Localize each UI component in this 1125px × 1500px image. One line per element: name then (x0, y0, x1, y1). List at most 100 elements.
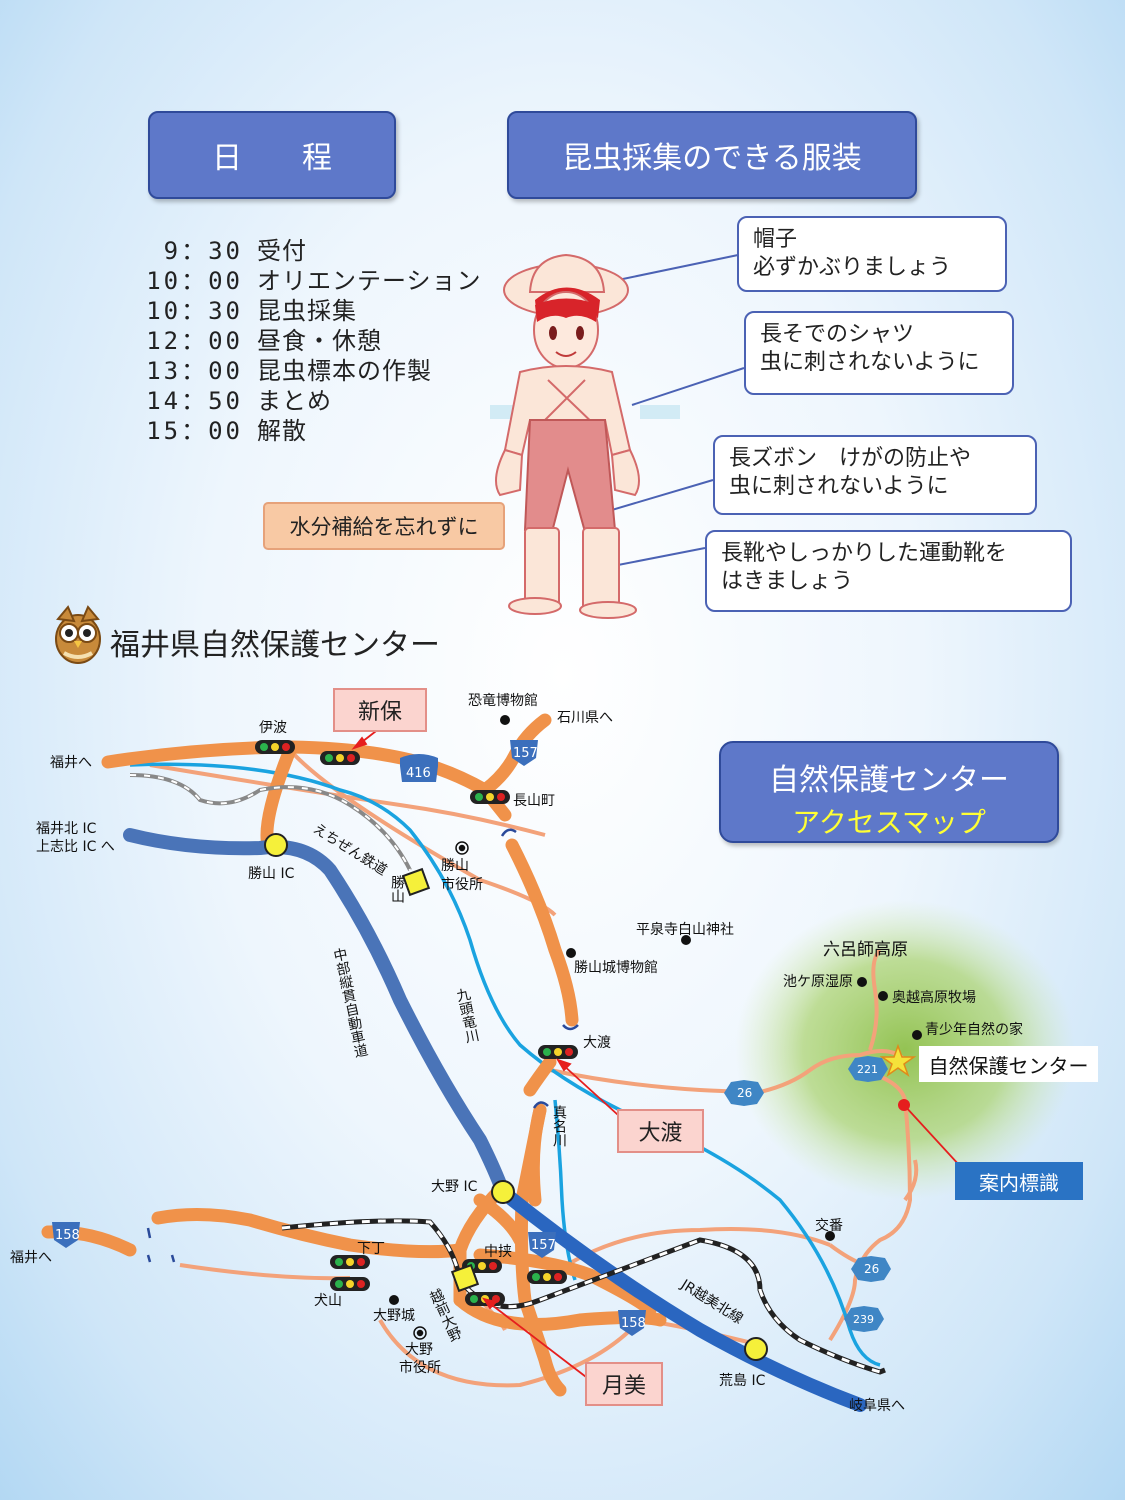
ono-castle-label: 大野城 (373, 1308, 415, 1324)
gifu-label: 岐阜県へ (849, 1397, 905, 1414)
schedule-time: 9：30 (163, 237, 243, 265)
schedule-event: オリエンテーション (257, 267, 482, 295)
r158-mid-label: 158 (621, 1316, 646, 1331)
bubble-line: 長靴やしっかりした運動靴を (721, 541, 1008, 566)
arashima-ic-marker (744, 1337, 768, 1361)
clothing-header: 昆虫採集のできる服装 (507, 111, 917, 199)
schedule-time: 13：00 (146, 357, 243, 385)
schedule-row: 15：00 解散 (95, 416, 482, 446)
r158-left-label: 158 (55, 1228, 80, 1243)
nagayamacho-label: 長山町 (513, 793, 555, 809)
bubble-line: 帽子 (753, 227, 798, 252)
traffic-light (330, 1255, 370, 1269)
schedule-row: 10：00 オリエンテーション (95, 266, 482, 296)
traffic-light (527, 1270, 567, 1284)
tsukimi-callout: 月美 (585, 1362, 663, 1406)
dinosaur-museum-label: 恐竜博物館 (468, 692, 538, 709)
katsuyama-city-hall-label-1: 勝山 (441, 858, 469, 874)
nakabasami-label: 中挟 (484, 1244, 512, 1260)
city-hall-marker (413, 841, 469, 1340)
green-area (735, 900, 1075, 1200)
shimojo-label: 下丁 (357, 1241, 385, 1257)
national-roads (41, 713, 667, 1397)
ikegahara-label: 池ケ原湿原 (783, 974, 853, 990)
ono-ic-label: 大野 IC (431, 1179, 478, 1195)
youth-house-label: 青少年自然の家 (925, 1021, 1023, 1038)
schedule-event: 昼食・休憩 (257, 327, 382, 355)
r157-mid-label: 157 (531, 1238, 556, 1253)
heisenji-dot (681, 935, 691, 945)
owatari-callout-label: 大渡 (638, 1121, 683, 1146)
access-title-line1: 自然保護センター (769, 763, 1009, 798)
castle-museum-dot (566, 948, 576, 958)
owl-logo-icon (55, 605, 101, 664)
owatari-label: 大渡 (583, 1035, 611, 1051)
katsuyama-station-marker (401, 867, 431, 897)
chubu-expressway-label: 中部縦貫自動車道 (330, 946, 369, 1060)
callout-pointers (351, 727, 961, 1381)
bubble-line: 虫に刺されないように (760, 350, 980, 375)
clothing-header-label: 昆虫採集のできる服装 (562, 141, 862, 176)
schedule-event: 昆虫採集 (257, 297, 357, 325)
jr-railway (281, 1218, 886, 1375)
traffic-light (538, 1045, 578, 1059)
arashima-ic-label: 荒島 IC (719, 1373, 766, 1389)
echizen-railway (129, 773, 412, 871)
nature-center-label: 自然保護センター (928, 1053, 1089, 1078)
water-note: 水分補給を忘れずに (263, 502, 505, 550)
heisenji-label: 平泉寺白山神社 (636, 921, 734, 938)
access-map-title: 自然保護センター アクセスマップ (719, 741, 1059, 843)
schedule-event: まとめ (257, 387, 332, 415)
schedule-time: 12：00 (146, 327, 243, 355)
r157-top-label: 157 (513, 746, 538, 761)
iba-label: 伊波 (259, 720, 287, 736)
schedule-time: 15：00 (146, 417, 243, 445)
traffic-light (255, 740, 295, 754)
fukui-top-label: 福井へ (50, 755, 92, 771)
dinosaur-museum-dot (500, 715, 510, 725)
koban-label: 交番 (815, 1217, 843, 1234)
expressway (123, 828, 867, 1412)
r221-label: 221 (857, 1063, 878, 1076)
katsuyama-ic-label: 勝山 IC (248, 866, 295, 882)
nature-center-label-box: 自然保護センター (919, 1046, 1098, 1082)
shinbo-callout-label: 新保 (357, 700, 402, 725)
tsukimi-callout-label: 月美 (601, 1374, 646, 1399)
koban-dot (825, 1231, 835, 1241)
castle-museum-label: 勝山城博物館 (574, 959, 658, 976)
bubble-line: 長ズボン けがの防止や (729, 446, 972, 471)
access-title-line2: アクセスマップ (792, 806, 986, 839)
ono-city-hall-label-2: 市役所 (399, 1359, 441, 1376)
r416-label: 416 (406, 766, 431, 781)
ono-ic-marker (491, 1180, 515, 1204)
water-note-label: 水分補給を忘れずに (289, 515, 479, 539)
route-shields (52, 740, 891, 1336)
schedule-time: 10：00 (146, 267, 243, 295)
schedule-row: 14：50 まとめ (95, 386, 482, 416)
child-illustration (490, 253, 745, 619)
r239-label: 239 (853, 1313, 874, 1326)
traffic-light (330, 1277, 370, 1291)
schedule-time: 14：50 (146, 387, 243, 415)
rivers (129, 762, 881, 1367)
ikegahara-dot (857, 977, 867, 987)
hat-bubble: 帽子 必ずかぶりましょう (737, 216, 1007, 292)
inuyama-label: 犬山 (314, 1293, 342, 1309)
katsuyama-city-hall-label-2: 市役所 (441, 876, 483, 893)
sign-callout: 案内標識 (955, 1162, 1083, 1200)
schedule-header: 日 程 (148, 111, 396, 199)
ishikawa-label: 石川県へ (557, 710, 613, 726)
rokuroshi-label: 六呂師高原 (823, 940, 908, 960)
fukui-bottom-label: 福井へ (10, 1250, 52, 1266)
sign-callout-label: 案内標識 (979, 1170, 1059, 1195)
fukui-kita-ic-label: 福井北 IC (36, 821, 97, 837)
okuetsu-farm-dot (878, 991, 888, 1001)
kuzuryu-river-label: 九頭竜川 (453, 986, 480, 1044)
pants-bubble: 長ズボン けがの防止や 虫に刺されないように (713, 435, 1037, 515)
katsuyama-ic-marker (264, 833, 288, 857)
schedule-event: 解散 (257, 417, 307, 445)
schedule-header-label: 日 程 (212, 141, 332, 176)
